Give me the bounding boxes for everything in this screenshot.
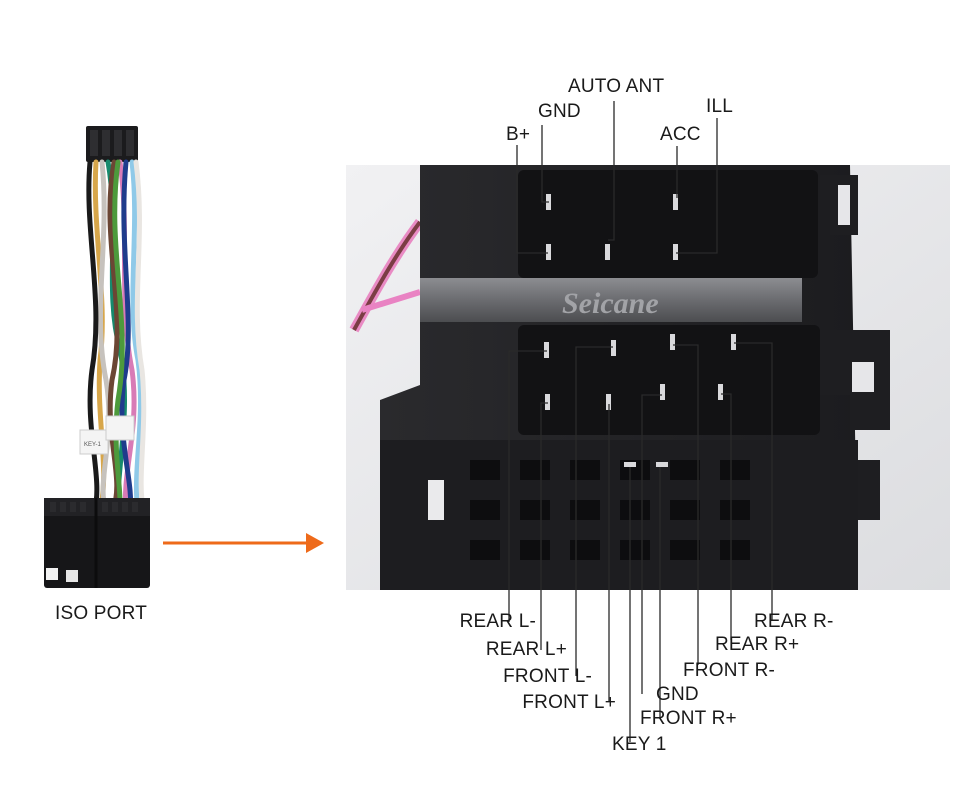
label-b-plus: B+ xyxy=(506,124,531,145)
harness-top-connector xyxy=(86,126,138,162)
label-gnd-top: GND xyxy=(538,101,581,122)
label-front-r-plus: FRONT R+ xyxy=(640,708,737,729)
leader-b-plus xyxy=(516,145,548,254)
leader-front-l-minus xyxy=(575,346,613,676)
leader-ill xyxy=(676,118,718,254)
lower-pins xyxy=(544,334,736,410)
label-rear-l-plus: REAR L+ xyxy=(485,639,567,660)
harness-wires xyxy=(86,159,147,515)
label-acc: ACC xyxy=(660,124,701,145)
label-front-l-minus: FRONT L- xyxy=(503,666,592,687)
label-front-l-plus: FRONT L+ xyxy=(522,692,616,713)
leader-rear-l-plus xyxy=(540,402,548,650)
harness-tag xyxy=(79,429,109,455)
leader-rear-r-minus xyxy=(734,342,773,620)
label-key1: KEY 1 xyxy=(612,734,667,755)
label-auto-ant: AUTO ANT xyxy=(568,76,665,97)
label-rear-r-plus: REAR R+ xyxy=(715,634,800,655)
leader-gnd-bottom xyxy=(641,394,662,694)
direction-arrow-head xyxy=(306,533,324,553)
label-ill: ILL xyxy=(706,96,734,117)
iso-port-label: ISO PORT xyxy=(55,603,148,624)
leader-rear-r-plus xyxy=(721,393,732,640)
leader-front-r-minus xyxy=(673,344,699,665)
leader-auto-ant xyxy=(608,101,615,241)
brand-watermark: Seicane xyxy=(562,287,659,320)
connector-brand-band xyxy=(420,278,802,322)
svg-text:KEY-1: KEY-1 xyxy=(84,442,101,448)
leader-rear-l-minus xyxy=(508,350,547,622)
label-gnd-bottom: GND xyxy=(656,684,699,705)
leader-gnd-top xyxy=(541,125,549,203)
label-front-r-minus: FRONT R- xyxy=(683,660,776,681)
label-rear-r-minus: REAR R- xyxy=(754,611,834,632)
label-rear-l-minus: REAR L- xyxy=(459,611,536,632)
